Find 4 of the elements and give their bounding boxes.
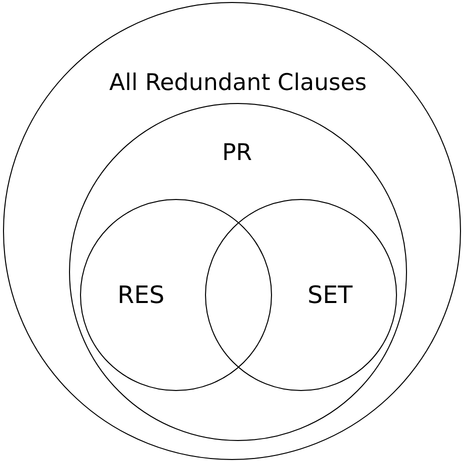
set-label: SET bbox=[307, 281, 353, 309]
set-label: RES bbox=[117, 281, 165, 309]
set-label: PR bbox=[222, 140, 252, 166]
set-label: All Redundant Clauses bbox=[109, 70, 367, 96]
